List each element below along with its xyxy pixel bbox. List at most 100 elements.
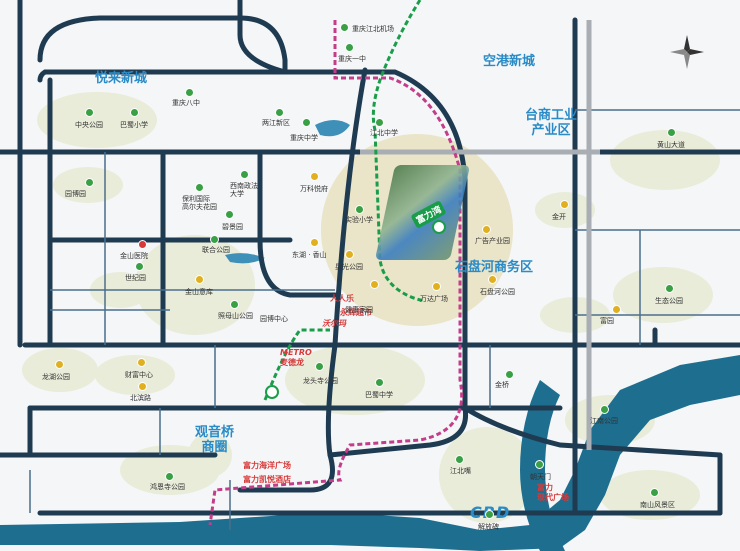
poi-dot-icon: [340, 23, 349, 32]
poi-label-shipan-gy: 石盘河公园: [480, 288, 515, 296]
poi-dot-icon: [432, 282, 441, 291]
district-taishang: 台商工业 产业区: [525, 108, 578, 138]
road-h-72: [37, 69, 368, 83]
poi-label-jiangnan: 江南公园: [590, 417, 618, 425]
poi-label-airport: 重庆江北机场: [352, 25, 394, 33]
poi-label-jinkai: 金开: [552, 213, 566, 221]
poi-label-shiyan: 实验小学: [345, 216, 373, 224]
poi-label-nanshan: 南山风景区: [640, 501, 675, 509]
poi-dot-icon: [345, 43, 354, 52]
park-area-cbd: [439, 427, 535, 523]
poi-label-jiankang: 健康家园: [345, 306, 373, 314]
highlight-metro-name: 麦德龙: [280, 358, 304, 367]
poi-dot-icon: [310, 172, 319, 181]
poi-label-yuanbo: 园博园: [65, 190, 86, 198]
poi-label-longhu: 龙湖公园: [42, 373, 70, 381]
metro-line-pink: [208, 20, 464, 526]
poi-dot-icon: [310, 238, 319, 247]
poi-label-xingguang: 星光公园: [335, 263, 363, 271]
poi-label-chongqing-zx: 重庆中学: [290, 134, 318, 142]
poi-dot-icon: [600, 405, 609, 414]
poi-dot-icon: [85, 108, 94, 117]
poi-dot-icon: [225, 210, 234, 219]
poi-label-zhaomu: 照母山公园: [218, 312, 253, 320]
poi-label-jiangbei-zui: 江北嘴: [450, 467, 471, 475]
poi-dot-icon: [135, 262, 144, 271]
poi-dot-icon: [185, 88, 194, 97]
poi-dot-icon: [138, 382, 147, 391]
highlight-yonghui: 永辉超市: [340, 308, 372, 317]
poi-dot-icon: [275, 108, 284, 117]
park-area-jinkai: [535, 192, 595, 228]
park-area-caifu: [95, 355, 175, 395]
poi-dot-icon: [130, 108, 139, 117]
poi-label-fuyuan: 富园: [600, 317, 614, 325]
poi-dot-icon: [375, 118, 384, 127]
poi-label-lianhe: 联合公园: [202, 246, 230, 254]
park-area-shipan: [613, 267, 713, 323]
poi-label-beibin: 北滨路: [130, 394, 151, 402]
poi-dot-icon: [455, 455, 464, 464]
poi-dot-icon: [85, 178, 94, 187]
poi-label-baoli: 保利国际 高尔夫花园: [182, 195, 217, 211]
poi-label-huangshan: 黄山大道: [657, 141, 685, 149]
poi-label-donghu: 东湖 · 香山: [292, 251, 327, 259]
lake-north: [315, 120, 350, 137]
poi-dot-icon: [650, 488, 659, 497]
poi-label-chongqing-yizhong: 重庆一中: [338, 55, 366, 63]
poi-dot-icon: [485, 510, 494, 519]
highlight-renren: 人人乐: [330, 294, 354, 303]
road-v-central: [332, 67, 368, 348]
metro-brand-logo: METRO: [280, 348, 312, 357]
highlight-fuli-kaiyue: 富力凯悦酒店: [243, 475, 291, 484]
poi-label-bijing: 碧景园: [222, 223, 243, 231]
highlight-fuli-xiandai: 富力 现代广场: [537, 483, 569, 502]
park-area-east: [610, 130, 720, 190]
poi-label-chaotian: 朝天门: [530, 473, 551, 481]
poi-dot-icon: [230, 300, 239, 309]
metro-line-green: [371, 0, 425, 302]
poi-label-wanke: 万科悦府: [300, 185, 328, 193]
area-backgrounds: [22, 92, 720, 523]
park-area-longhu: [22, 348, 98, 392]
poi-dot-icon: [535, 460, 544, 469]
highlight-wal: 沃尔玛: [322, 319, 346, 328]
poi-dot-icon: [370, 280, 379, 289]
road-curve-north: [237, 0, 288, 75]
poi-dot-icon: [195, 275, 204, 284]
poi-dot-icon: [55, 360, 64, 369]
district-konggang: 空港新城: [483, 54, 536, 69]
poi-label-yuanbo2: 园博中心: [260, 315, 288, 323]
poi-label-bashu: 巴蜀中学: [365, 391, 393, 399]
poi-dot-icon: [612, 305, 621, 314]
poi-label-longtou: 龙头寺公园: [303, 377, 338, 385]
poi-dot-icon: [665, 284, 674, 293]
poi-label-guanghua: 广告产业园: [475, 237, 510, 245]
poi-label-caifu: 财富中心: [125, 371, 153, 379]
poi-dot-icon: [137, 358, 146, 367]
poi-dot-icon: [560, 200, 569, 209]
poi-dot-icon: [667, 128, 676, 137]
poi-label-bayue: 巴蜀小学: [120, 121, 148, 129]
metro-station-icon: [432, 220, 446, 234]
road-v-260: [257, 149, 338, 298]
poi-label-lianghe: 两江新区: [262, 119, 290, 127]
poi-label-shenghuo: 生态公园: [655, 297, 683, 305]
park-area-yuelai: [37, 92, 157, 148]
poi-label-xinan: 西南政法 大学: [230, 182, 258, 198]
poi-dot-icon: [210, 235, 219, 244]
poi-dot-icon: [375, 378, 384, 387]
district-yuelai: 悦来新城: [95, 71, 148, 86]
poi-label-bada: 重庆八中: [172, 99, 200, 107]
poi-label-shijin: 世纪园: [125, 274, 146, 282]
district-shipanhe: 石盘河商务区: [455, 260, 534, 275]
poi-dot-icon: [488, 275, 497, 284]
lake-west: [225, 253, 265, 264]
poi-dot-icon: [345, 250, 354, 259]
compass-icon: [670, 35, 704, 69]
poi-label-zhongyang: 中央公园: [75, 121, 103, 129]
poi-dot-icon: [165, 472, 174, 481]
poi-dot-icon: [482, 225, 491, 234]
